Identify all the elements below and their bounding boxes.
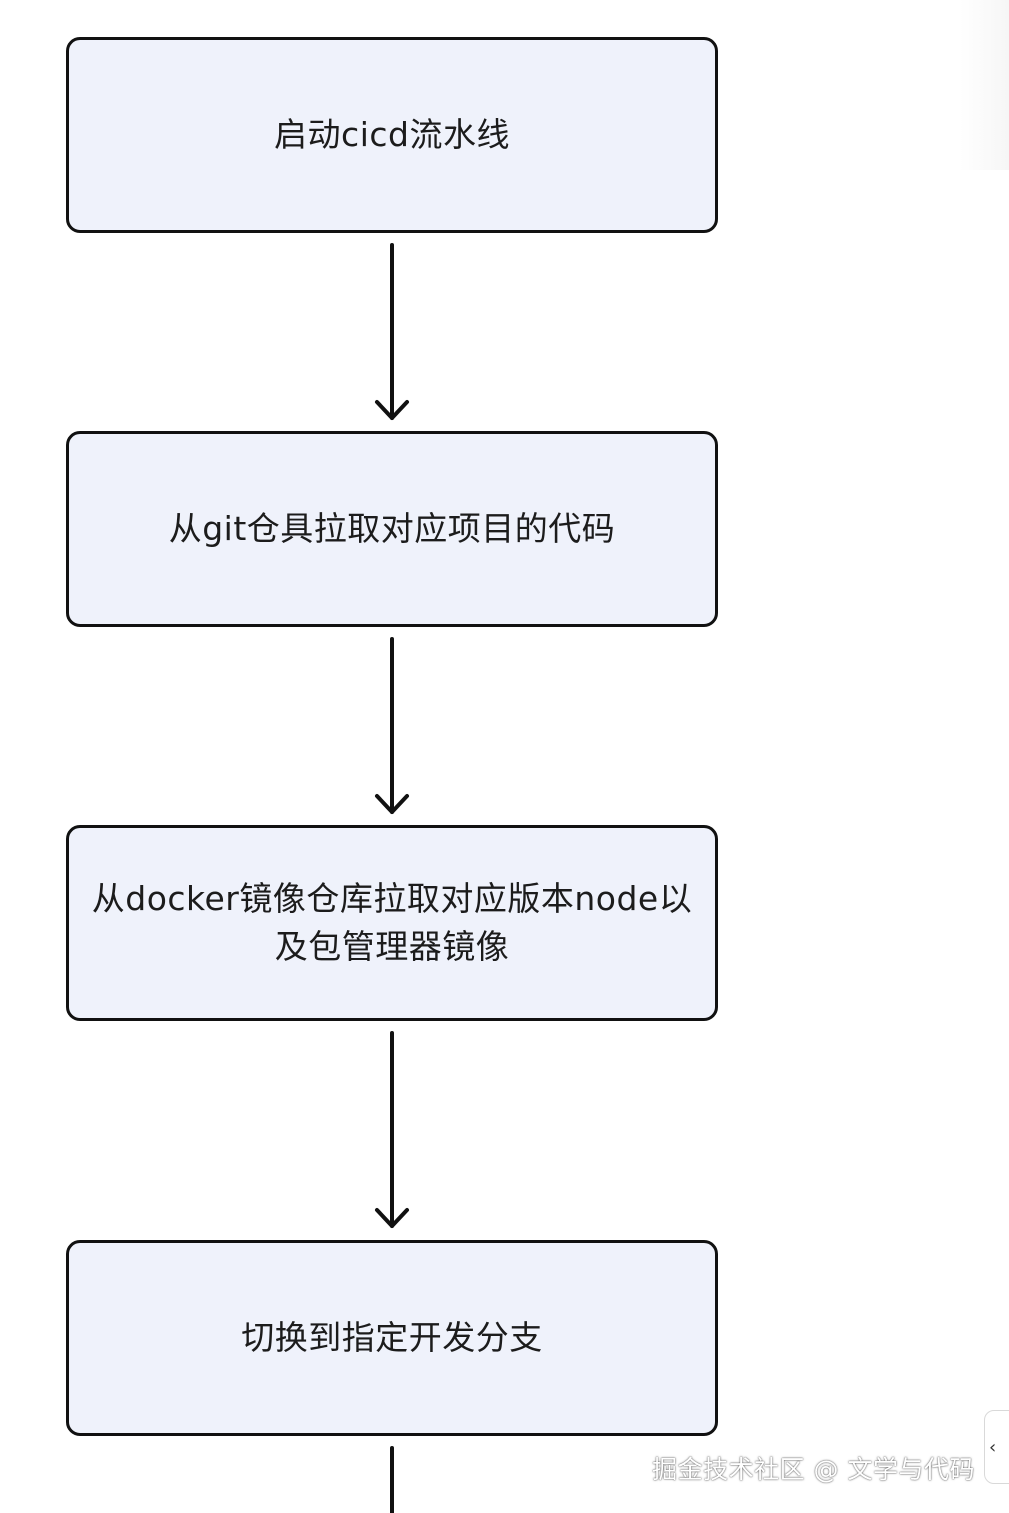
watermark: 掘金技术社区 @ 文学与代码 — [652, 1455, 975, 1484]
node-label: 从git仓具拉取对应项目的代码 — [168, 509, 616, 548]
flow-node-pull-git-code: 从git仓具拉取对应项目的代码 — [66, 431, 718, 627]
arrow-n1-n2 — [375, 243, 409, 420]
node-label: 从docker镜像仓库拉取对应版本node以及包管理器镜像 — [91, 879, 693, 966]
flow-node-switch-branch: 切换到指定开发分支 — [66, 1240, 718, 1436]
flow-node-pull-docker-images: 从docker镜像仓库拉取对应版本node以及包管理器镜像 — [66, 825, 718, 1021]
node-label: 切换到指定开发分支 — [241, 1318, 543, 1357]
arrow-n3-n4 — [375, 1031, 409, 1228]
node-label: 启动cicd流水线 — [274, 115, 510, 154]
chevron-left-icon: ‹ — [989, 1437, 997, 1458]
arrow-n2-n3 — [375, 637, 409, 814]
edge-shadow — [960, 0, 1009, 170]
side-collapse-tab[interactable]: ‹ — [984, 1410, 1009, 1484]
flow-node-start-pipeline: 启动cicd流水线 — [66, 37, 718, 233]
